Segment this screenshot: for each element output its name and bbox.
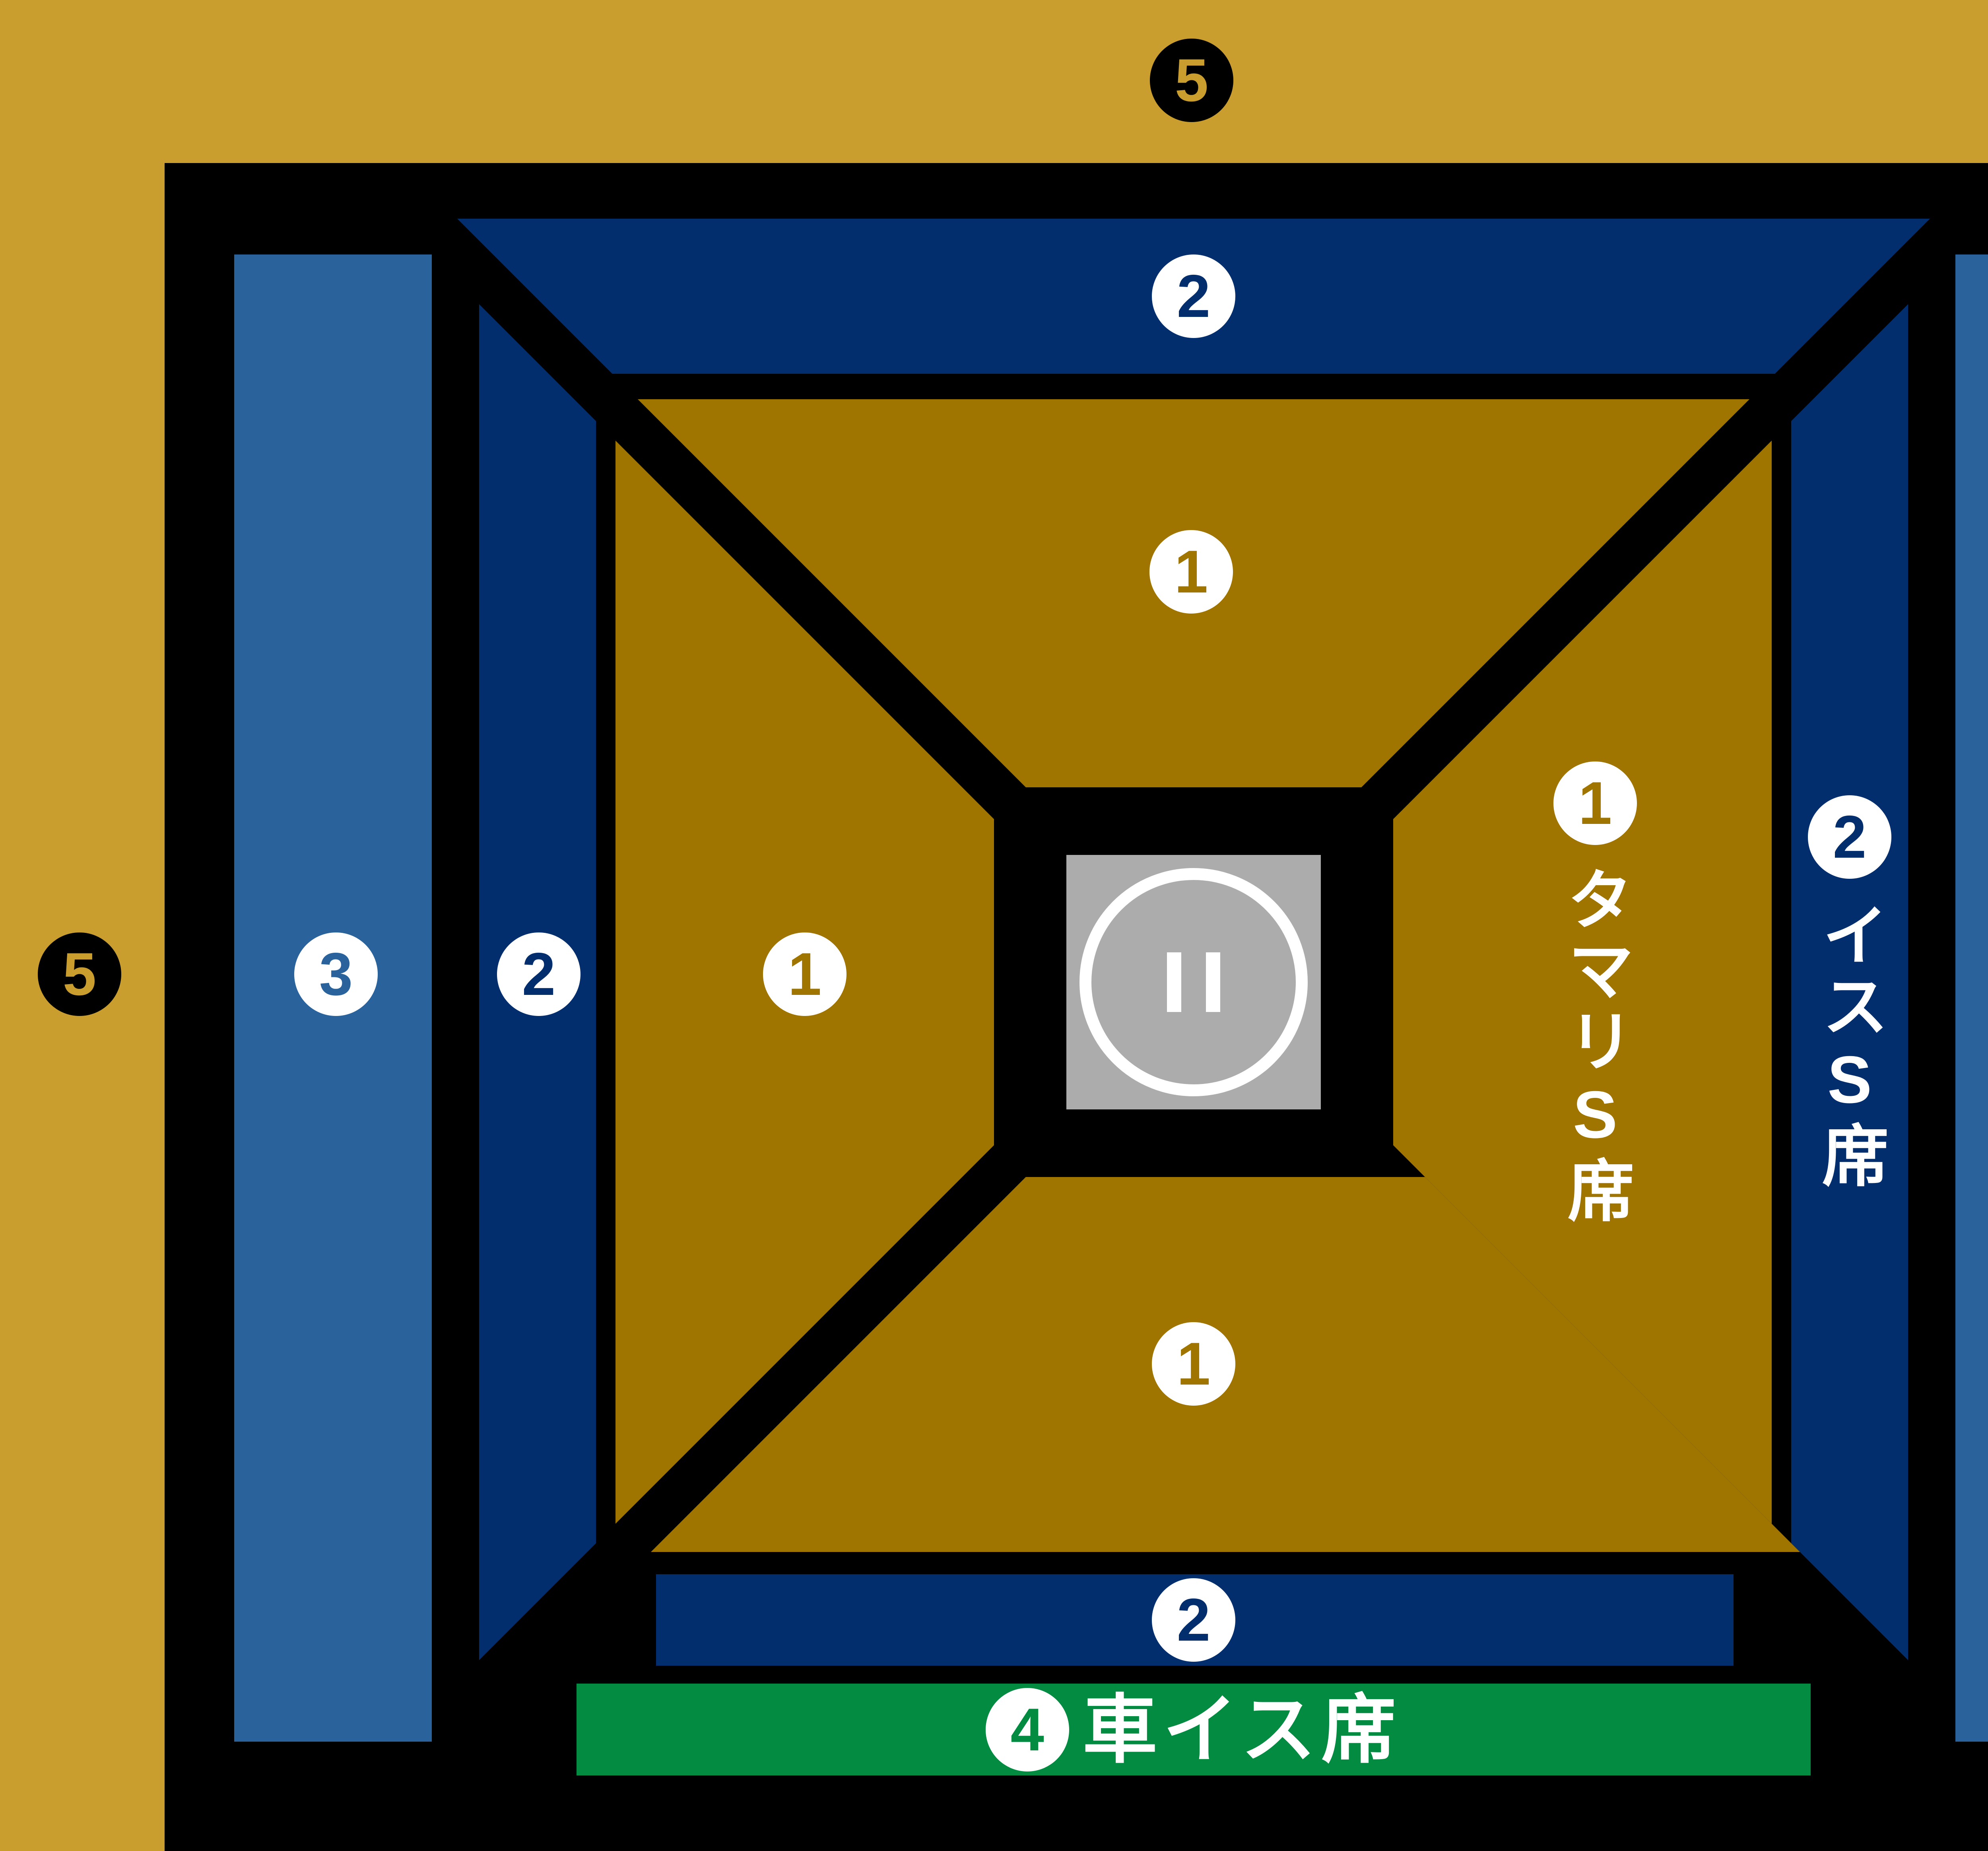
badge-tamari-left: 1 [763,932,846,1016]
badge-chair-s-left: 2 [497,932,580,1016]
dohyo-platform [1066,855,1321,1109]
badge-chair-s-right: 2 [1808,795,1891,879]
badge-tamari-top: 1 [1149,530,1233,614]
badge-second-floor-top: 5 [1150,39,1233,122]
zone-wheelchair-band[interactable] [577,1684,1811,1775]
shikirisen-line-right [1206,952,1220,1012]
badge-second-floor-left: 5 [38,932,121,1016]
badge-tamari-right: 1 [1553,761,1637,845]
badge-chair-s-top: 2 [1152,254,1235,338]
label-chair-s: イスS席 [1812,901,1887,1192]
badge-wheelchair: 4 [985,1688,1069,1771]
badge-chair-s-bottom: 2 [1152,1578,1235,1662]
badge-chair-a-left: 3 [294,932,378,1016]
label-wheelchair: 車イス席 [1082,1688,1402,1771]
zone-tamari-right[interactable] [1393,441,1772,1524]
label-tamari-s: タマリS席 [1558,865,1633,1227]
dohyo-ring [1079,868,1308,1096]
wheelchair-label-row: 4 車イス席 [577,1684,1811,1775]
badge-tamari-bottom: 1 [1152,1322,1235,1406]
zone-chair-a-right[interactable] [1955,254,1988,1742]
shikirisen-line-left [1167,952,1181,1012]
zone-chair-s-right[interactable] [1791,304,1908,1660]
